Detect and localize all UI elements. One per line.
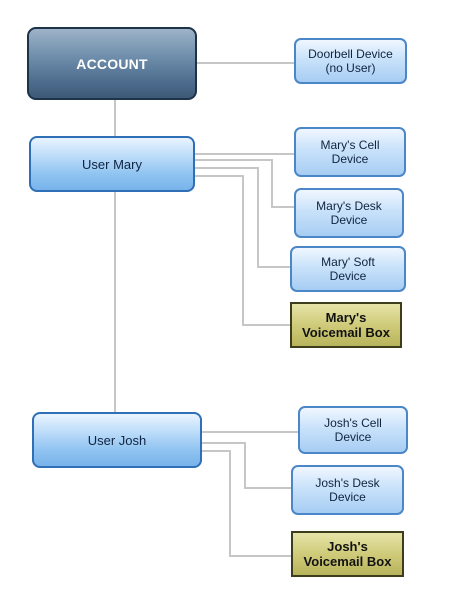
josh-cell-device-label: Josh's Cell bbox=[324, 416, 382, 430]
connector-mary-soft bbox=[195, 167, 290, 268]
mary-desk-device-label: Mary's Desk bbox=[316, 199, 382, 213]
josh-voicemail-box-node: Josh's Voicemail Box bbox=[291, 531, 404, 577]
mary-soft-device-sublabel: Device bbox=[329, 269, 367, 283]
mary-cell-device-label: Mary's Cell bbox=[320, 138, 380, 152]
user-josh-node: User Josh bbox=[32, 412, 202, 468]
account-node: ACCOUNT bbox=[27, 27, 197, 100]
mary-soft-device-label: Mary' Soft bbox=[321, 255, 375, 269]
josh-cell-device-node: Josh's Cell Device bbox=[298, 406, 408, 454]
doorbell-device-node: Doorbell Device (no User) bbox=[294, 38, 407, 84]
josh-voicemail-label: Josh's bbox=[327, 539, 368, 554]
doorbell-device-sublabel: (no User) bbox=[325, 61, 376, 75]
josh-voicemail-sublabel: Voicemail Box bbox=[303, 554, 392, 569]
connector-mary-desk bbox=[195, 159, 294, 208]
user-mary-label: User Mary bbox=[82, 156, 142, 172]
mary-voicemail-sublabel: Voicemail Box bbox=[302, 325, 390, 340]
mary-cell-device-node: Mary's Cell Device bbox=[294, 127, 406, 177]
doorbell-device-label: Doorbell Device bbox=[308, 47, 393, 61]
mary-desk-device-sublabel: Device bbox=[330, 213, 368, 227]
josh-cell-device-sublabel: Device bbox=[334, 430, 372, 444]
user-mary-node: User Mary bbox=[29, 136, 195, 192]
connector-josh-voicemail bbox=[202, 450, 291, 557]
josh-desk-device-label: Josh's Desk bbox=[315, 476, 380, 490]
mary-voicemail-box-node: Mary's Voicemail Box bbox=[290, 302, 402, 348]
connector-mary-voicemail bbox=[195, 175, 290, 326]
user-josh-label: User Josh bbox=[87, 432, 147, 448]
mary-cell-device-sublabel: Device bbox=[331, 152, 369, 166]
josh-desk-device-sublabel: Device bbox=[329, 490, 366, 504]
josh-desk-device-node: Josh's Desk Device bbox=[291, 465, 404, 515]
connector-josh-desk bbox=[202, 442, 291, 489]
mary-soft-device-node: Mary' Soft Device bbox=[290, 246, 406, 292]
mary-voicemail-label: Mary's bbox=[325, 310, 367, 325]
mary-desk-device-node: Mary's Desk Device bbox=[294, 188, 404, 238]
